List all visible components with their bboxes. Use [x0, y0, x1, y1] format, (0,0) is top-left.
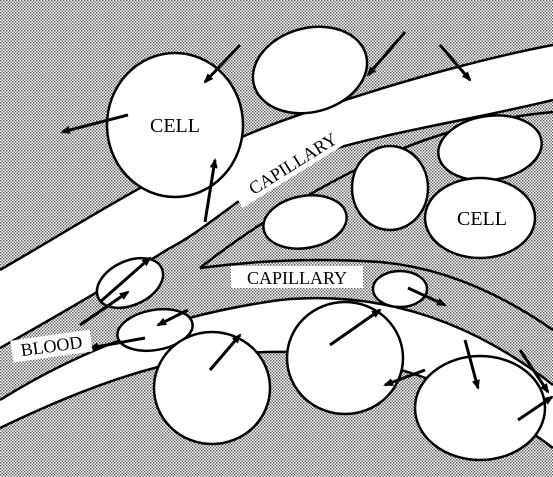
cell-bottom-middle: [287, 302, 403, 414]
label-capillary-lower: CAPILLARY: [247, 268, 347, 288]
cell-capillary-small: [373, 271, 427, 307]
label-cell-right: CELL: [457, 208, 507, 230]
cell-bottom-right: [415, 356, 545, 460]
label-capillary-lower-group: CAPILLARY: [231, 266, 363, 288]
label-cell-left: CELL: [150, 115, 200, 137]
cell-bottom-left: [154, 332, 270, 444]
cell-center-oval: [352, 146, 428, 230]
